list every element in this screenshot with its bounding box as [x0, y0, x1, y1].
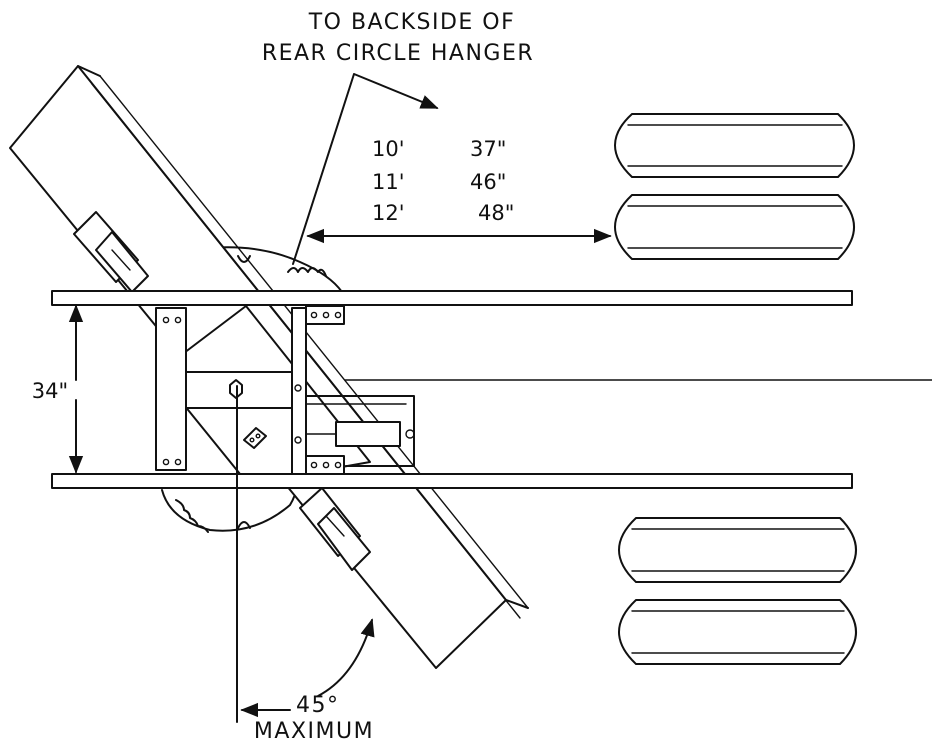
row-3-distance: 48" [478, 201, 514, 225]
tire [614, 113, 855, 178]
angle-value: 45° [296, 693, 340, 718]
callout-line-1: TO BACKSIDE OF [308, 10, 516, 35]
tire [614, 194, 855, 260]
row-3-blade: 12' [372, 201, 405, 225]
row-2-distance: 46" [470, 170, 506, 194]
lower-frame-rail [51, 473, 853, 489]
row-1-distance: 37" [470, 137, 506, 161]
rear-tires-bottom [618, 517, 857, 665]
left-hanger-plate [155, 307, 187, 471]
tire [618, 599, 857, 665]
hydraulic-cylinder [335, 421, 401, 447]
angle-label: MAXIMUM [254, 719, 374, 744]
circle-hanger-assembly [155, 305, 415, 475]
upper-frame-rail [51, 290, 853, 306]
rear-tires-top [614, 113, 855, 260]
row-1-blade: 10' [372, 137, 405, 161]
frame-width-label: 34" [32, 379, 68, 403]
row-2-blade: 11' [372, 170, 405, 194]
tire [618, 517, 857, 583]
callout-leader [292, 73, 439, 265]
frame-rails [51, 290, 853, 489]
width-table: 10' 37" 11' 46" 12' 48" [372, 137, 514, 225]
callout-line-2: REAR CIRCLE HANGER [262, 41, 534, 66]
angle-dimension [236, 385, 375, 723]
